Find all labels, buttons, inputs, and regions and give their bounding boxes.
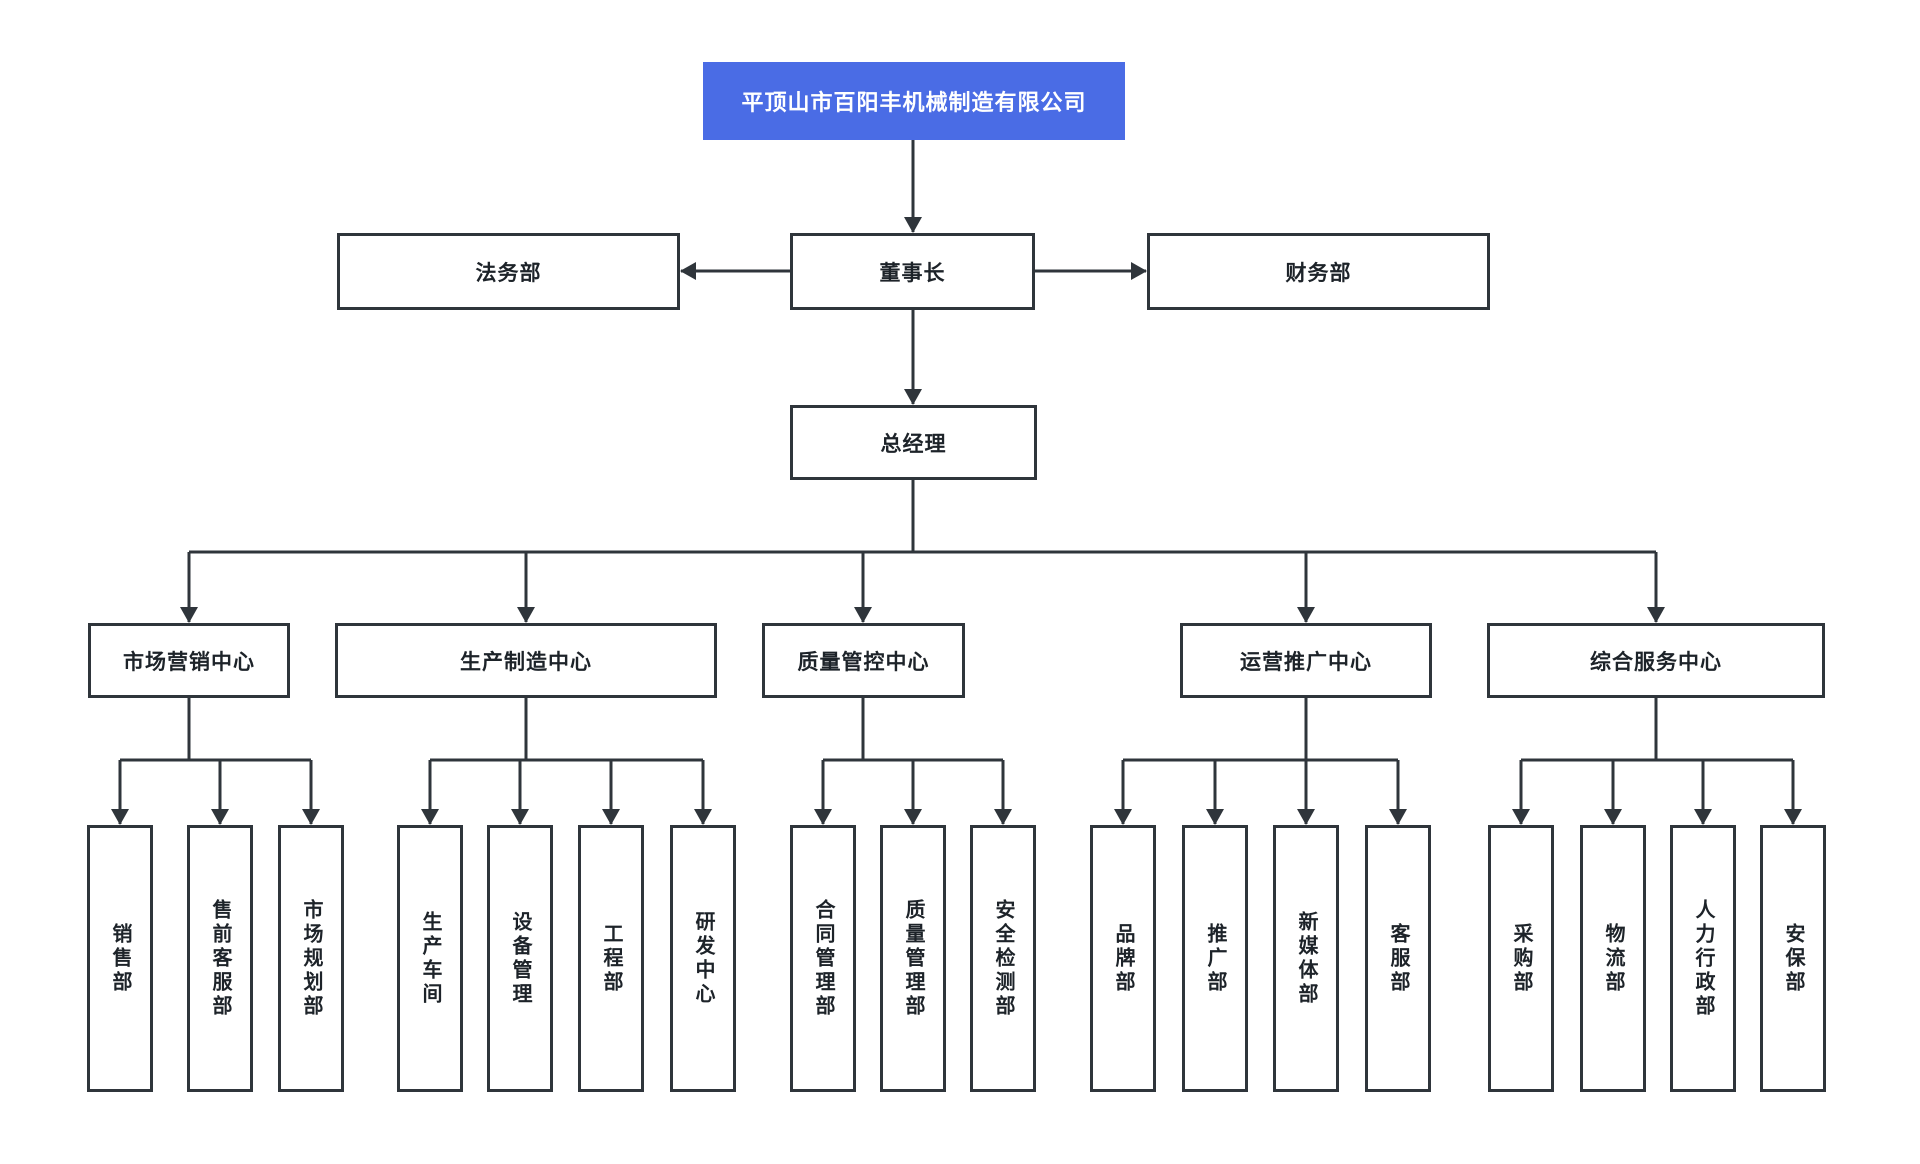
dept-label: 人力行政部 — [1692, 898, 1714, 1019]
dept-label: 合同管理部 — [812, 898, 834, 1019]
dept-box-brand: 品牌部 — [1090, 825, 1156, 1092]
dept-box-new-media: 新媒体部 — [1273, 825, 1339, 1092]
dept-box-promotion: 推广部 — [1182, 825, 1248, 1092]
dept-box-contract-mgmt: 合同管理部 — [790, 825, 856, 1092]
dept-label: 客服部 — [1387, 922, 1409, 995]
dept-box-equipment-mgmt: 设备管理 — [487, 825, 553, 1092]
dept-label: 物流部 — [1602, 922, 1624, 995]
dept-box-market-planning: 市场规划部 — [278, 825, 344, 1092]
dept-label: 品牌部 — [1112, 922, 1134, 995]
dept-box-rnd-center: 研发中心 — [670, 825, 736, 1092]
dept-label: 研发中心 — [692, 910, 714, 1007]
dept-box-quality-mgmt: 质量管理部 — [880, 825, 946, 1092]
dept-box-safety-inspection: 安全检测部 — [970, 825, 1036, 1092]
dept-label: 市场规划部 — [300, 898, 322, 1019]
dept-label: 采购部 — [1510, 922, 1532, 995]
dept-label: 质量管理部 — [902, 898, 924, 1019]
dept-label: 推广部 — [1204, 922, 1226, 995]
dept-label: 售前客服部 — [209, 898, 231, 1019]
center-production-box: 生产制造中心 — [335, 623, 717, 698]
dept-box-presales-service: 售前客服部 — [187, 825, 253, 1092]
company-root-box: 平顶山市百阳丰机械制造有限公司 — [703, 62, 1125, 140]
dept-label: 销售部 — [109, 922, 131, 995]
dept-box-production-workshop: 生产车间 — [397, 825, 463, 1092]
dept-label: 新媒体部 — [1295, 910, 1317, 1007]
finance-dept-box: 财务部 — [1147, 233, 1490, 310]
dept-label: 生产车间 — [419, 910, 441, 1007]
general-manager-box: 总经理 — [790, 405, 1037, 480]
dept-label: 工程部 — [600, 922, 622, 995]
center-marketing-box: 市场营销中心 — [88, 623, 290, 698]
dept-box-hr-admin: 人力行政部 — [1670, 825, 1736, 1092]
dept-box-sales: 销售部 — [87, 825, 153, 1092]
chairman-box: 董事长 — [790, 233, 1035, 310]
dept-box-logistics: 物流部 — [1580, 825, 1646, 1092]
dept-label: 设备管理 — [509, 910, 531, 1007]
center-services-box: 综合服务中心 — [1487, 623, 1825, 698]
dept-label: 安保部 — [1782, 922, 1804, 995]
dept-box-engineering: 工程部 — [578, 825, 644, 1092]
dept-box-customer-service: 客服部 — [1365, 825, 1431, 1092]
center-quality-box: 质量管控中心 — [762, 623, 965, 698]
dept-label: 安全检测部 — [992, 898, 1014, 1019]
dept-box-security: 安保部 — [1760, 825, 1826, 1092]
center-operations-box: 运营推广中心 — [1180, 623, 1432, 698]
legal-dept-box: 法务部 — [337, 233, 680, 310]
dept-box-procurement: 采购部 — [1488, 825, 1554, 1092]
